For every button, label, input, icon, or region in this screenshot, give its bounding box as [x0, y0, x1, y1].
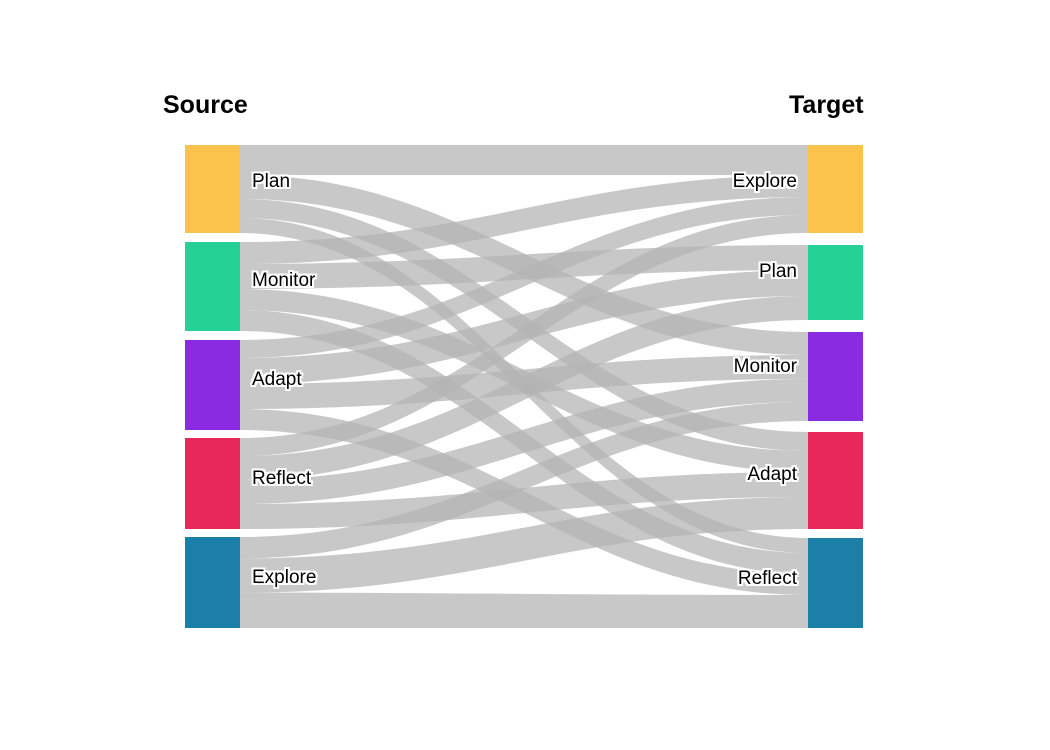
- sankey-link[interactable]: [240, 197, 808, 358]
- sankey-nodes: [185, 145, 863, 628]
- sankey-link[interactable]: [240, 175, 808, 264]
- source-node-label-monitor: Monitor: [252, 270, 316, 291]
- target-node-label-plan: Plan: [758, 261, 797, 282]
- source-node-label-explore: Explore: [252, 567, 317, 588]
- source-node-reflect[interactable]: [185, 438, 240, 529]
- sankey-link[interactable]: [240, 592, 808, 628]
- source-node-explore[interactable]: [185, 537, 240, 628]
- source-node-plan[interactable]: [185, 145, 240, 233]
- target-node-label-explore: Explore: [732, 171, 797, 192]
- source-node-adapt[interactable]: [185, 340, 240, 430]
- target-node-label-monitor: Monitor: [733, 356, 797, 377]
- sankey-link[interactable]: [240, 145, 808, 175]
- sankey-link[interactable]: [240, 401, 808, 559]
- target-node-plan[interactable]: [808, 245, 863, 320]
- target-column-header: Target: [789, 91, 864, 119]
- sankey-link[interactable]: [240, 378, 808, 504]
- sankey-link[interactable]: [240, 472, 808, 529]
- target-node-monitor[interactable]: [808, 332, 863, 421]
- sankey-link[interactable]: [240, 215, 808, 456]
- source-node-monitor[interactable]: [185, 242, 240, 331]
- sankey-link[interactable]: [240, 497, 808, 593]
- source-node-label-adapt: Adapt: [252, 369, 302, 390]
- target-node-label-adapt: Adapt: [747, 464, 797, 485]
- source-node-label-reflect: Reflect: [252, 468, 312, 489]
- source-node-label-plan: Plan: [252, 171, 291, 192]
- target-node-label-reflect: Reflect: [737, 568, 797, 589]
- target-node-adapt[interactable]: [808, 432, 863, 529]
- sankey-links: [240, 145, 808, 628]
- target-node-reflect[interactable]: [808, 538, 863, 628]
- source-column-header: Source: [163, 91, 248, 119]
- target-node-explore[interactable]: [808, 145, 863, 233]
- sankey-link[interactable]: [240, 296, 808, 480]
